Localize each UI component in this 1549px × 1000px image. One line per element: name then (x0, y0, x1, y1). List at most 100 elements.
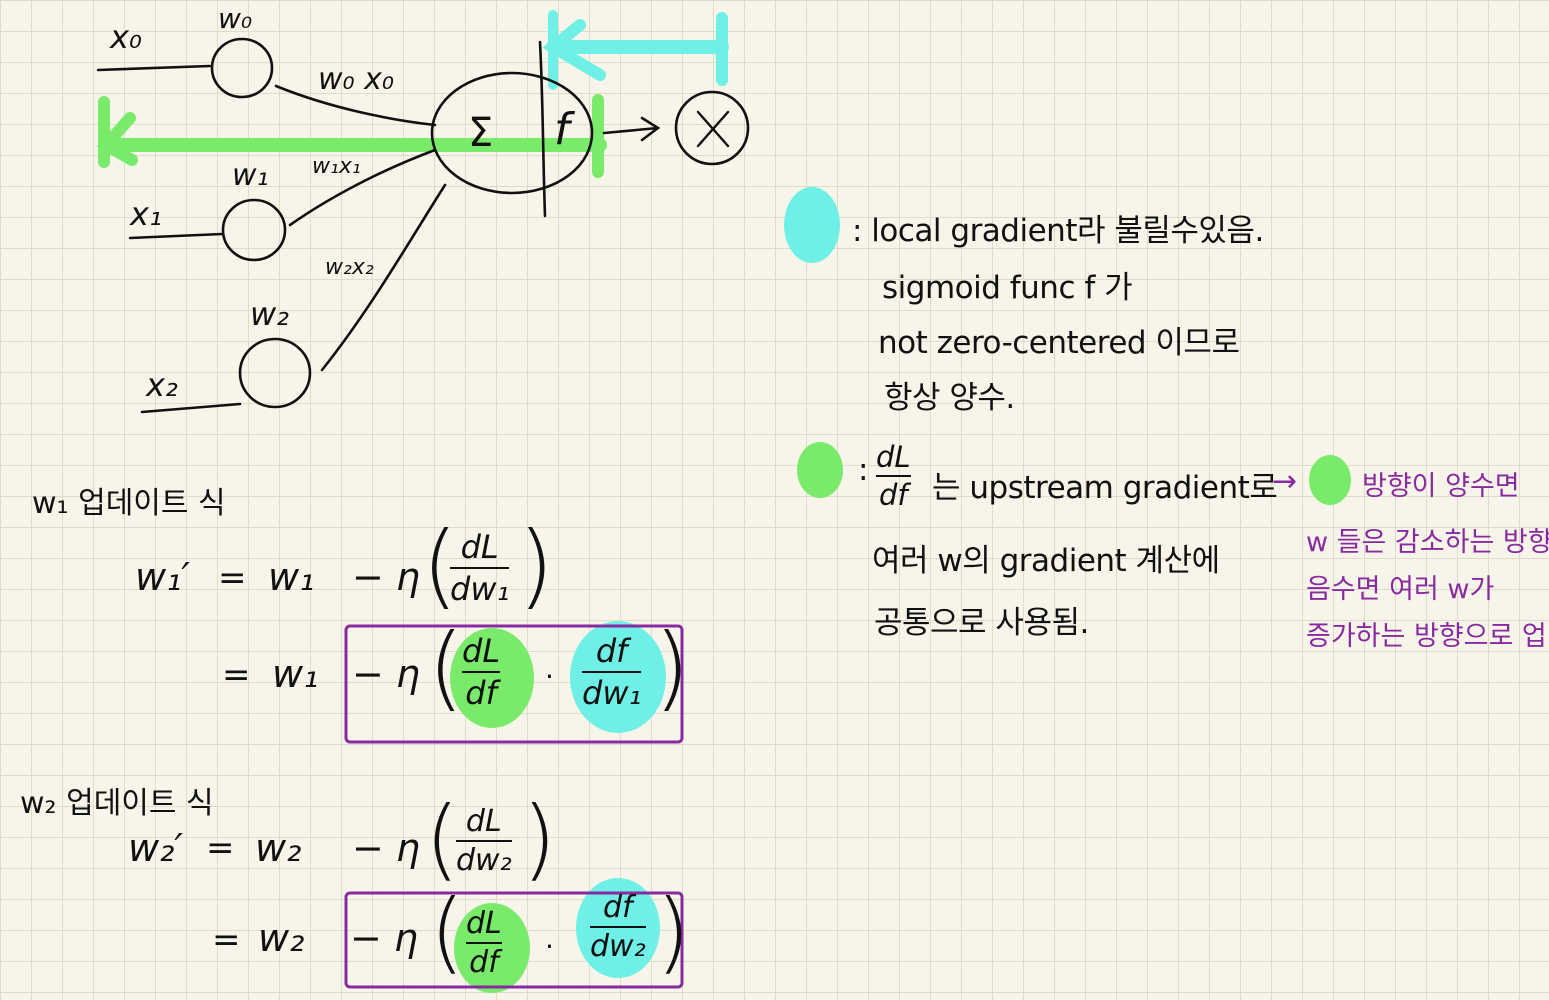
product-label-w0x0: w₀ x₀ (318, 62, 394, 97)
upstream-gradient-arrow (96, 94, 607, 178)
input-line-x2 (140, 402, 242, 414)
w2-update-title: w₂ 업데이트 식 (20, 786, 214, 821)
w2-fraction-dl-dw: dL dw₂ (456, 804, 512, 878)
w2-fraction-bar (456, 840, 512, 842)
upstream-note-line-1: 는 upstream gradient로 (932, 470, 1278, 506)
w1-upstream-highlight (450, 628, 534, 728)
upstream-gradient-swatch (797, 442, 843, 498)
w2-local-bar (590, 926, 646, 928)
w1-eq-1: = (218, 558, 247, 598)
local-gradient-arrow (542, 10, 729, 90)
local-gradient-swatch (784, 187, 840, 263)
output-arrow (602, 116, 661, 142)
local-note-line-4: 항상 양수. (884, 380, 1015, 416)
direction-note-line-1: 방향이 양수면 (1362, 471, 1520, 502)
upstream-note-line-2: 여러 w의 gradient 계산에 (872, 543, 1220, 579)
local-note-line-2: sigmoid func f 가 (882, 270, 1133, 306)
w1-dot: · (545, 660, 554, 693)
w1-eq-2: = (222, 655, 251, 695)
w2-close-paren-2: ) (656, 880, 691, 983)
weight-label-w2: w₂ (250, 295, 289, 333)
w1-open-paren-2: ( (428, 614, 464, 721)
input-label-x2: x₂ (146, 366, 178, 404)
output-x-mark (696, 110, 730, 148)
w1-local-bar (582, 671, 642, 673)
direction-note-arrow: → (1272, 464, 1298, 499)
weight-label-w1: w₁ (232, 158, 269, 193)
w2-minus-eta-2: − η (350, 916, 419, 960)
product-label-w2x2: w₂x₂ (325, 255, 374, 280)
w1-local-denominator: dw₁ (582, 674, 642, 712)
w2-chain-rule-box (344, 891, 684, 989)
weight-node-w2 (238, 337, 312, 409)
upstream-note-colon: : (858, 452, 868, 488)
fraction-numerator: dL (876, 440, 911, 474)
neuron-body (430, 71, 594, 195)
input-line-x0 (96, 64, 212, 72)
upstream-note-line-3: 공통으로 사용됨. (874, 605, 1089, 641)
w1-lhs: w₁′ (135, 555, 190, 599)
upstream-gradient-swatch-note (1309, 455, 1351, 505)
w1-w-2: w₁ (272, 652, 319, 696)
input-line-x1 (128, 232, 224, 240)
input-label-x0: x₀ (110, 18, 142, 56)
w2-upstream-numerator: dL (466, 906, 502, 941)
local-note-line-3: not zero-centered 이므로 (878, 325, 1240, 361)
w2-close-paren-1: ) (522, 787, 557, 890)
w1-fraction-numerator: dL (460, 528, 499, 566)
w1-close-paren-2: ) (654, 614, 690, 721)
output-node (674, 90, 750, 166)
edge-w1 (288, 148, 437, 227)
edge-w0 (274, 84, 437, 127)
w1-minus-eta-2: − η (352, 652, 421, 696)
w1-upstream-numerator: dL (462, 632, 501, 670)
w1-close-paren-1: ) (518, 512, 554, 619)
neuron-diagram (96, 37, 750, 414)
w2-w-1: w₂ (255, 826, 302, 870)
w1-minus-eta-1: − η (352, 555, 421, 599)
w1-fraction-bar (450, 567, 510, 569)
w2-fraction-df-dw: df dw₂ (590, 890, 646, 964)
w2-minus-eta-1: − η (352, 826, 421, 870)
direction-note-line-2: w 들은 감소하는 방향 (1306, 527, 1549, 558)
weight-label-w0: w₀ (218, 2, 253, 35)
direction-note-line-4: 증가하는 방향으로 업뎃 (1306, 621, 1549, 652)
fraction-bar (876, 475, 911, 477)
upstream-note-fraction: dL df (876, 440, 911, 512)
w2-fraction-denominator: dw₂ (456, 843, 512, 878)
w1-local-highlight (570, 621, 666, 733)
w1-chain-rule-box (344, 624, 684, 744)
weight-node-w1 (221, 198, 287, 262)
w1-open-paren-1: ( (422, 512, 458, 619)
w1-update-title: w₁ 업데이트 식 (32, 486, 226, 521)
w1-fraction-dl-df: dL df (462, 632, 501, 712)
w2-open-paren-1: ( (425, 787, 460, 890)
w2-dot: · (545, 930, 554, 963)
input-label-x1: x₁ (130, 195, 162, 233)
w2-upstream-denominator: df (469, 945, 499, 980)
w2-local-highlight (576, 878, 660, 978)
w1-local-numerator: df (595, 632, 628, 670)
w2-lhs: w₂′ (128, 826, 183, 870)
w1-upstream-denominator: df (465, 674, 497, 712)
weight-node-w0 (210, 37, 274, 99)
product-label-w1x1: w₁x₁ (312, 154, 361, 179)
w1-fraction-dl-dw: dL dw₁ (450, 528, 510, 608)
w2-open-paren-2: ( (430, 880, 465, 983)
edge-w2 (320, 183, 447, 372)
w2-upstream-bar (466, 942, 502, 944)
w1-w-1: w₁ (268, 555, 315, 599)
w1-upstream-bar (462, 671, 501, 673)
w2-upstream-highlight (454, 903, 530, 993)
w2-local-numerator: df (603, 890, 633, 925)
neuron-divider (538, 40, 547, 218)
sum-symbol: Σ (468, 110, 494, 156)
w2-eq-2: = (212, 920, 241, 960)
local-note-line-1: : local gradient라 불릴수있음. (852, 213, 1264, 249)
direction-note-line-3: 음수면 여러 w가 (1306, 574, 1495, 605)
activation-label: f (554, 104, 570, 155)
w1-fraction-denominator: dw₁ (450, 570, 510, 608)
w2-fraction-numerator: dL (465, 804, 502, 839)
w2-local-denominator: dw₂ (590, 929, 646, 964)
